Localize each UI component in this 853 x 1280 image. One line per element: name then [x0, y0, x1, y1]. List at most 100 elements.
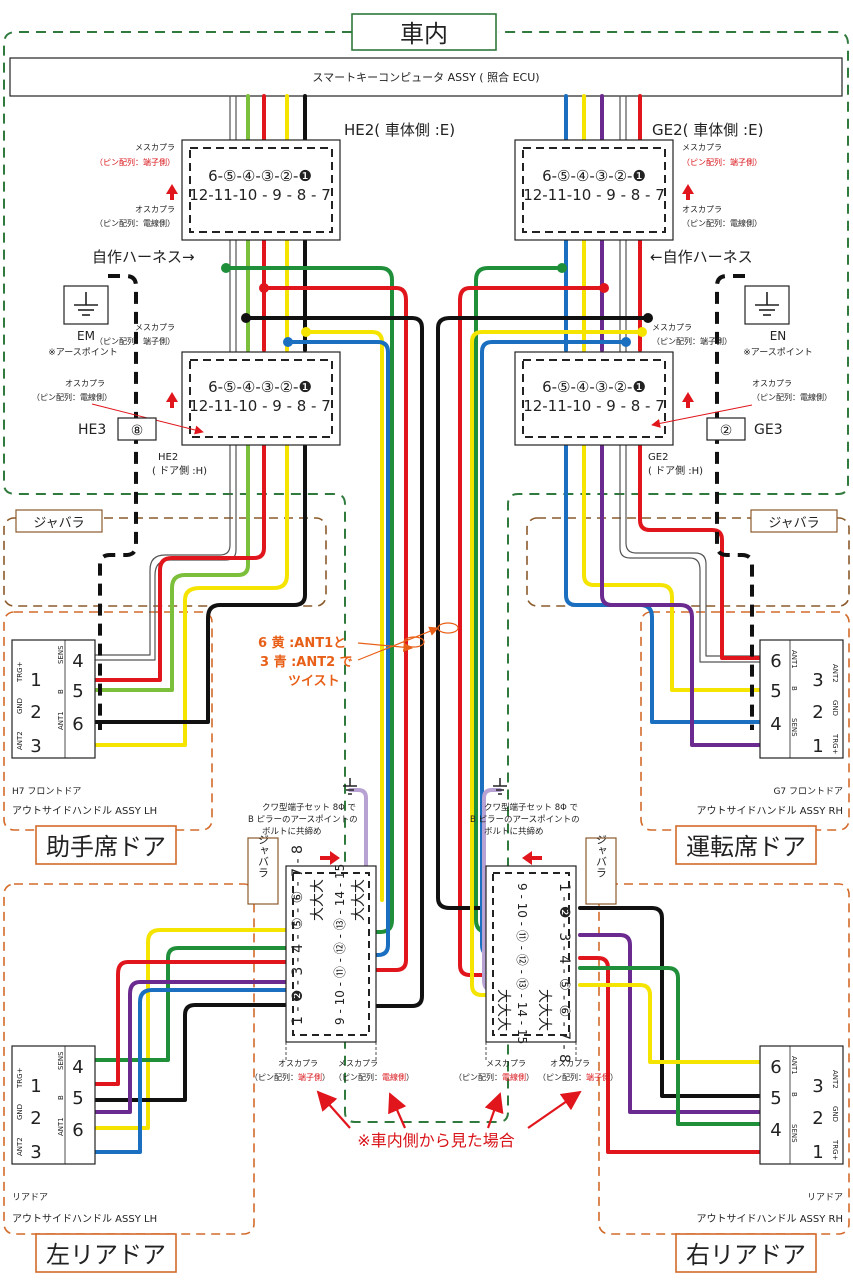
svg-text:( ドア側 :H): ( ドア側 :H) [152, 464, 207, 477]
ground-dashed-wires [98, 274, 754, 730]
svg-text:※車内側から見た場合: ※車内側から見た場合 [357, 1131, 514, 1150]
svg-text:6: 6 [770, 651, 781, 672]
svg-text:TRG+: TRG+ [16, 661, 24, 683]
harness-left-label: 自作ハーネス→ [92, 248, 195, 266]
ground-note: クワ型端子セット 8Φ で B ピラーのアースポイントの ボルトに共締め クワ型… [248, 802, 580, 837]
twist-annotation: 6 黄 :ANT1と 3 青 :ANT2 で ツイスト [258, 622, 459, 689]
svg-text:ANT2: ANT2 [831, 1070, 839, 1089]
svg-text:クワ型端子セット 8Φ で: クワ型端子セット 8Φ で [484, 802, 578, 813]
svg-text:B: B [57, 689, 65, 694]
svg-text:B ピラーのアースポイントの: B ピラーのアースポイントの [248, 815, 358, 825]
svg-text:1: 1 [30, 670, 41, 691]
svg-text:6-⑤-④-③-②-❶: 6-⑤-④-③-②-❶ [542, 167, 646, 185]
svg-text:大大大: 大大大 [536, 989, 552, 1031]
svg-text:TRG+: TRG+ [16, 1067, 24, 1089]
svg-text:9 - 10 - ⑪ - ⑫ - ⑬ - 14 - 15: 9 - 10 - ⑪ - ⑫ - ⑬ - 14 - 15 [333, 864, 347, 1025]
svg-text:オスカプラ: オスカプラ [135, 205, 175, 214]
svg-text:ボルトに共締め: ボルトに共締め [484, 826, 544, 837]
svg-text:メスカプラ: メスカプラ [135, 143, 175, 152]
svg-text:（ピン配列：端子側）: （ピン配列：端子側） [250, 1072, 330, 1082]
svg-text:左リアドア: 左リアドア [46, 1241, 166, 1269]
svg-text:3: 3 [812, 670, 823, 691]
svg-text:リアドア: リアドア [12, 1193, 48, 1203]
rear-left-jabara: ジャバラ [247, 834, 279, 905]
svg-text:ジャバラ: ジャバラ [768, 516, 819, 531]
svg-text:運転席ドア: 運転席ドア [686, 833, 806, 861]
svg-text:（ピン配列：電線側）: （ピン配列：電線側） [334, 1072, 414, 1082]
he2-bottom-connector: 6-⑤-④-③-②-❶ 12-11-10 - 9 - 8 - 7 メスカプラ （… [32, 323, 341, 477]
cabin-label: 車内 [351, 13, 497, 51]
svg-text:車内: 車内 [400, 20, 448, 48]
svg-text:アウトサイドハンドル ASSY RH: アウトサイドハンドル ASSY RH [697, 805, 843, 817]
svg-text:（ピン配列：電線側）: （ピン配列：電線側） [95, 218, 175, 228]
svg-text:メスカプラ: メスカプラ [652, 323, 692, 332]
left-rear-door-label: 左リアドア [35, 1233, 177, 1273]
svg-text:HE2( 車体側 :E): HE2( 車体側 :E) [344, 121, 455, 139]
svg-text:（ピン配列：端子側）: （ピン配列：端子側） [682, 157, 762, 167]
svg-text:オスカプラ: オスカプラ [550, 1059, 590, 1068]
svg-text:6 黄 :ANT1と: 6 黄 :ANT1と [258, 635, 346, 651]
svg-text:大大大: 大大大 [310, 879, 326, 921]
svg-text:GND: GND [16, 698, 24, 714]
svg-text:右リアドア: 右リアドア [686, 1241, 806, 1269]
svg-text:12-11-10 - 9 - 8 - 7: 12-11-10 - 9 - 8 - 7 [523, 186, 665, 204]
svg-text:ANT1: ANT1 [790, 1056, 798, 1075]
jabara-label-right: ジャバラ [750, 509, 838, 533]
svg-text:1 - ❷ - 3 - 4 - ⑤ - ⑥ - 7 - 8: 1 - ❷ - 3 - 4 - ⑤ - ⑥ - 7 - 8 [556, 883, 572, 1063]
svg-text:6: 6 [72, 1120, 83, 1141]
svg-text:オスカプラ: オスカプラ [752, 379, 792, 388]
rear-left-connector: 1 - ❷ - 3 - 4 - ⑤ - ⑥ - 7 - 8 9 - 10 - ⑪… [285, 845, 377, 1043]
rear-left-connector-notes: オスカプラ （ピン配列：端子側） メスカプラ （ピン配列：電線側） [250, 1042, 414, 1082]
svg-text:2: 2 [812, 1108, 823, 1129]
svg-text:12-11-10 - 9 - 8 - 7: 12-11-10 - 9 - 8 - 7 [189, 186, 331, 204]
svg-text:B: B [790, 1092, 798, 1097]
svg-text:( ドア側 :H): ( ドア側 :H) [648, 464, 703, 477]
svg-text:SENS: SENS [790, 718, 798, 737]
svg-text:3: 3 [812, 1076, 823, 1097]
jabara-zone-borders [3, 517, 850, 607]
harness-right-label: ←自作ハーネス [650, 248, 753, 266]
svg-text:6: 6 [770, 1057, 781, 1078]
svg-text:4: 4 [72, 1057, 83, 1078]
svg-text:TRG+: TRG+ [831, 733, 839, 755]
svg-text:※アースポイント: ※アースポイント [743, 347, 813, 358]
svg-text:メスカプラ: メスカプラ [682, 143, 722, 152]
svg-text:6: 6 [72, 714, 83, 735]
svg-text:クワ型端子セット 8Φ で: クワ型端子セット 8Φ で [262, 802, 356, 813]
ground-icons-rear [343, 778, 507, 795]
svg-text:G7 フロントドア: G7 フロントドア [773, 787, 843, 797]
en-ground-icon: EN ※アースポイント [743, 285, 813, 358]
svg-text:GE2: GE2 [648, 452, 668, 463]
svg-text:オスカプラ: オスカプラ [682, 205, 722, 214]
svg-text:B ピラーのアースポイントの: B ピラーのアースポイントの [470, 815, 580, 825]
svg-text:2: 2 [30, 1108, 41, 1129]
svg-text:リアドア: リアドア [807, 1193, 843, 1203]
svg-text:SENS: SENS [57, 1051, 65, 1070]
svg-text:（ピン配列：電線側）: （ピン配列：電線側） [682, 218, 762, 228]
svg-text:3: 3 [30, 736, 41, 757]
svg-text:SENS: SENS [790, 1124, 798, 1143]
he2-top-connector: 6-⑤-④-③-②-❶ 12-11-10 - 9 - 8 - 7 HE2( 車体… [181, 121, 455, 241]
svg-text:HE2: HE2 [158, 452, 178, 463]
svg-text:2: 2 [30, 702, 41, 723]
driver-door-label: 運転席ドア [675, 825, 817, 865]
svg-text:EN: EN [770, 329, 787, 343]
right-rear-door-label: 右リアドア [675, 1233, 817, 1273]
svg-text:メスカプラ: メスカプラ [338, 1059, 378, 1068]
svg-text:12-11-10 - 9 - 8 - 7: 12-11-10 - 9 - 8 - 7 [189, 397, 331, 415]
svg-text:助手席ドア: 助手席ドア [46, 833, 166, 861]
svg-text:大大大: 大大大 [495, 989, 511, 1031]
svg-text:（ピン配列：電線側）: （ピン配列：電線側） [32, 392, 112, 402]
junction-dots [221, 263, 653, 347]
svg-text:ANT2: ANT2 [16, 731, 24, 750]
rear-lh-handle: 4 1 5 2 6 3 SENS TRG+ B GND ANT1 ANT2 リア… [11, 1045, 157, 1225]
svg-text:5: 5 [770, 1088, 781, 1109]
svg-text:B: B [790, 686, 798, 691]
svg-text:ジャバラ: ジャバラ [33, 516, 84, 531]
he2-top-notes: メスカプラ （ピン配列：端子側） オスカプラ （ピン配列：電線側） [95, 143, 178, 228]
svg-text:SENS: SENS [57, 645, 65, 664]
svg-text:EM: EM [77, 329, 95, 343]
svg-text:4: 4 [770, 1120, 781, 1141]
svg-text:TRG+: TRG+ [831, 1139, 839, 1161]
